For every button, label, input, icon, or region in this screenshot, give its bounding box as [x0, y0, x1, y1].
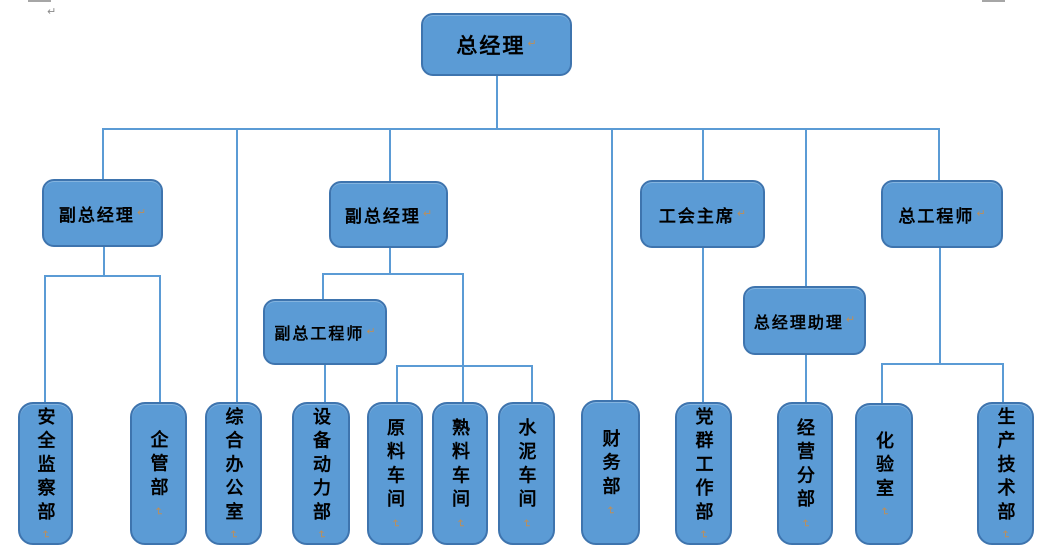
- connector-line: [396, 365, 532, 367]
- connector-line: [322, 273, 463, 275]
- org-node-deputy-chief-engineer[interactable]: 副总工程师 ↵: [263, 299, 387, 365]
- connector-line: [805, 128, 807, 287]
- connector-line: [324, 364, 326, 403]
- org-node-deputy-gm-1[interactable]: 副总经理 ↵: [42, 179, 163, 247]
- paragraph-mark-icon: ↵: [877, 505, 891, 518]
- connector-line: [389, 247, 391, 274]
- org-node-union-chairman[interactable]: 工会主席 ↵: [640, 180, 765, 248]
- paragraph-mark-icon: ↵: [227, 528, 240, 541]
- org-node-label: 原料车间: [385, 418, 405, 514]
- connector-line: [44, 275, 46, 403]
- connector-line: [702, 247, 704, 403]
- org-node-clinker-workshop[interactable]: 熟料车间 ↵: [432, 402, 488, 545]
- connector-line: [496, 76, 498, 128]
- org-node-label: 经营分部: [795, 418, 815, 514]
- org-node-safety-supervision[interactable]: 安全监察部 ↵: [18, 402, 73, 545]
- paragraph-mark-icon: ↵: [604, 503, 617, 516]
- org-node-label: 安全监察部: [35, 406, 56, 526]
- paragraph-mark-icon: ↵: [736, 207, 747, 220]
- org-node-label: 化验室: [874, 430, 894, 503]
- org-node-gm-assistant[interactable]: 总经理助理 ↵: [743, 286, 866, 355]
- connector-line: [102, 128, 104, 180]
- org-node-production-technology[interactable]: 生产技术部 ↵: [977, 402, 1034, 545]
- org-node-laboratory[interactable]: 化验室 ↵: [855, 403, 913, 545]
- connector-line: [389, 128, 391, 182]
- connector-line: [44, 275, 160, 277]
- connector-line: [881, 363, 883, 404]
- paragraph-mark-icon: ↵: [366, 325, 376, 338]
- connector-line: [611, 128, 613, 401]
- org-node-label: 水泥车间: [516, 418, 537, 514]
- org-node-party-mass-work[interactable]: 党群工作部 ↵: [675, 402, 732, 545]
- org-node-label: 工会主席: [658, 206, 735, 226]
- connector-line: [805, 354, 807, 403]
- paragraph-mark-icon: ↵: [136, 206, 147, 219]
- paragraph-mark-icon: ↵: [39, 528, 52, 541]
- paragraph-mark-icon: ↵: [314, 528, 328, 541]
- paragraph-mark-icon: ↵: [999, 528, 1012, 541]
- org-node-raw-material-workshop[interactable]: 原料车间 ↵: [367, 402, 423, 545]
- org-node-cement-workshop[interactable]: 水泥车间 ↵: [498, 402, 555, 545]
- org-node-label: 综合办公室: [223, 406, 244, 526]
- connector-line: [938, 128, 940, 181]
- page-edge-line: [982, 0, 1005, 2]
- org-node-chief-engineer[interactable]: 总工程师 ↵: [881, 180, 1003, 248]
- connector-line: [939, 247, 941, 364]
- org-node-label: 总工程师: [898, 206, 975, 226]
- org-node-label: 副总经理: [58, 205, 135, 225]
- paragraph-mark-icon: ↵: [453, 516, 467, 529]
- org-node-label: 副总工程师: [274, 326, 365, 343]
- connector-line: [322, 273, 324, 300]
- paragraph-mark-icon: ↵: [388, 516, 402, 529]
- connector-line: [881, 363, 1002, 365]
- org-node-label: 副总经理: [344, 207, 421, 226]
- org-node-label: 生产技术部: [995, 406, 1016, 526]
- paragraph-mark-icon: ↵: [976, 207, 986, 220]
- connector-line: [702, 128, 704, 181]
- paragraph-mark-icon: ↵: [422, 208, 433, 220]
- connector-line: [236, 128, 238, 402]
- paragraph-mark-icon: ↵: [152, 504, 165, 517]
- connector-line: [462, 273, 464, 403]
- org-node-label: 党群工作部: [693, 406, 714, 526]
- org-node-label: 企管部: [148, 430, 169, 502]
- connector-line: [159, 275, 161, 403]
- paragraph-mark-icon: ↵: [527, 38, 537, 50]
- org-node-label: 财务部: [600, 429, 621, 501]
- paragraph-mark-icon: ↵: [697, 528, 710, 541]
- org-node-enterprise-mgmt[interactable]: 企管部 ↵: [130, 402, 187, 545]
- paragraph-mark-icon: ↵: [845, 314, 856, 326]
- org-node-label: 设备动力部: [311, 406, 331, 526]
- org-node-operations-division[interactable]: 经营分部 ↵: [777, 402, 833, 545]
- connector-line: [531, 365, 533, 403]
- paragraph-mark-icon: ↵: [47, 6, 57, 18]
- connector-line: [1002, 363, 1004, 403]
- org-node-general-office[interactable]: 综合办公室 ↵: [205, 402, 262, 545]
- org-node-label: 总经理: [456, 34, 526, 58]
- paragraph-mark-icon: ↵: [520, 516, 533, 529]
- org-node-label: 熟料车间: [450, 418, 470, 514]
- org-node-finance-dept[interactable]: 财务部 ↵: [581, 400, 640, 545]
- org-node-general-manager[interactable]: 总经理 ↵: [421, 13, 572, 76]
- connector-line: [103, 246, 105, 276]
- org-node-equipment-power[interactable]: 设备动力部 ↵: [292, 402, 350, 545]
- org-node-deputy-gm-2[interactable]: 副总经理 ↵: [329, 181, 448, 248]
- page-edge-line: [28, 0, 51, 2]
- connector-line: [102, 128, 938, 130]
- paragraph-mark-icon: ↵: [798, 516, 812, 529]
- org-node-label: 总经理助理: [753, 314, 844, 332]
- connector-line: [396, 365, 398, 403]
